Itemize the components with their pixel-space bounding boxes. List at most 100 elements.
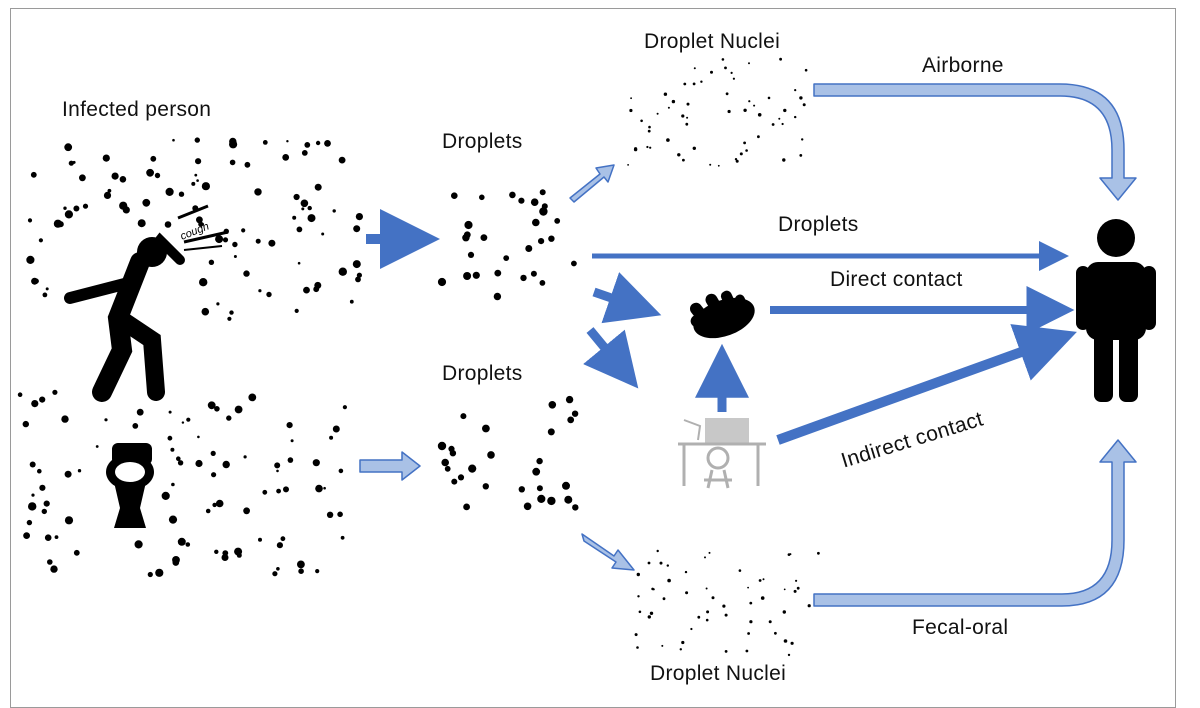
droplet-dot bbox=[31, 400, 39, 408]
droplet-dot bbox=[107, 188, 112, 193]
droplet-dot bbox=[437, 441, 447, 451]
droplet-dot bbox=[686, 102, 690, 106]
droplet-dot bbox=[774, 631, 777, 635]
droplet-dot bbox=[451, 192, 458, 199]
droplet-dot bbox=[462, 234, 470, 242]
droplet-dot bbox=[39, 396, 46, 403]
droplet-dot bbox=[172, 556, 180, 564]
droplet-dot bbox=[216, 302, 220, 306]
droplet-dot bbox=[647, 561, 651, 565]
droplet-dot bbox=[735, 159, 739, 163]
droplet-dot bbox=[747, 632, 750, 635]
droplet-dot bbox=[324, 140, 331, 147]
droplet-dot bbox=[734, 158, 738, 161]
droplet-dot bbox=[64, 470, 72, 478]
droplet-dot bbox=[684, 570, 688, 574]
droplet-dot bbox=[757, 113, 762, 117]
toilet-spray-dots bbox=[17, 389, 347, 578]
droplet-dot bbox=[64, 143, 73, 152]
droplet-dot bbox=[26, 519, 33, 526]
droplet-dot bbox=[717, 164, 720, 167]
droplet-dot bbox=[353, 225, 361, 233]
droplet-dot bbox=[286, 422, 293, 429]
droplet-dot bbox=[61, 415, 69, 423]
droplet-dot bbox=[649, 611, 654, 615]
droplet-dot bbox=[630, 97, 632, 100]
droplet-dot bbox=[790, 641, 794, 645]
droplet-dot bbox=[170, 447, 175, 452]
droplet-dot bbox=[307, 205, 312, 211]
droplet-dot bbox=[679, 648, 682, 651]
droplet-dot bbox=[214, 406, 220, 412]
droplet-dot bbox=[234, 405, 243, 414]
droplets-upper-cluster bbox=[437, 189, 577, 301]
droplet-dot bbox=[548, 401, 557, 409]
droplet-dot bbox=[651, 587, 654, 591]
droplet-dot bbox=[233, 255, 237, 258]
droplet-dot bbox=[536, 457, 543, 465]
droplet-dot bbox=[292, 215, 297, 220]
droplet-dot bbox=[39, 484, 46, 491]
droplet-dot bbox=[779, 57, 782, 61]
droplet-dot bbox=[95, 445, 99, 448]
droplet-dot bbox=[730, 71, 733, 74]
label-route-fecal-oral: Fecal-oral bbox=[912, 616, 1009, 639]
droplet-dot bbox=[457, 474, 465, 481]
droplet-dot bbox=[539, 280, 546, 286]
label-droplet-nuclei-top: Droplet Nuclei bbox=[644, 30, 781, 53]
droplet-dot bbox=[663, 92, 668, 96]
droplet-dot bbox=[656, 549, 659, 553]
droplet-dot bbox=[199, 278, 208, 287]
droplet-dot bbox=[243, 507, 251, 515]
droplet-dot bbox=[283, 486, 289, 493]
droplet-dot bbox=[122, 206, 130, 214]
droplets-lower-cluster bbox=[437, 395, 579, 511]
droplet-dot bbox=[667, 106, 670, 109]
droplet-dot bbox=[221, 554, 229, 561]
droplet-dot bbox=[648, 125, 651, 129]
droplet-dot bbox=[757, 135, 760, 139]
droplet-dot bbox=[487, 451, 495, 459]
droplet-dot bbox=[33, 278, 39, 284]
droplet-dot bbox=[468, 464, 477, 473]
droplet-dot bbox=[565, 395, 574, 404]
droplet-dot bbox=[493, 292, 502, 301]
droplet-dot bbox=[778, 117, 781, 120]
droplet-dot bbox=[451, 478, 458, 485]
droplet-dot bbox=[682, 158, 685, 162]
droplet-dot bbox=[241, 228, 246, 233]
droplet-dot bbox=[136, 408, 144, 416]
droplet-dot bbox=[704, 556, 706, 559]
droplet-dot bbox=[268, 239, 276, 247]
droplet-dot bbox=[636, 646, 639, 649]
droplet-dot bbox=[562, 481, 570, 490]
droplet-dot bbox=[482, 483, 489, 490]
droplet-dot bbox=[738, 569, 742, 572]
droplet-dot bbox=[232, 241, 238, 248]
droplet-dot bbox=[155, 568, 164, 577]
droplet-dot bbox=[444, 465, 451, 472]
droplet-dot bbox=[525, 245, 533, 252]
droplet-dot bbox=[254, 188, 262, 196]
droplet-dot bbox=[332, 209, 336, 213]
droplet-dot bbox=[697, 615, 701, 619]
droplet-dot bbox=[313, 286, 320, 293]
toilet-icon bbox=[106, 443, 154, 528]
arrow-to-desk bbox=[583, 327, 639, 389]
droplet-dot bbox=[196, 179, 199, 182]
droplet-dot bbox=[323, 486, 326, 490]
desk-icon bbox=[678, 418, 766, 489]
droplet-dot bbox=[177, 537, 186, 546]
droplet-dot bbox=[73, 205, 80, 212]
droplet-dot bbox=[297, 261, 301, 265]
droplet-dot bbox=[17, 392, 23, 398]
droplet-dot bbox=[661, 644, 664, 647]
droplet-dot bbox=[441, 458, 450, 467]
droplet-dot bbox=[262, 489, 268, 495]
droplet-dot bbox=[789, 553, 792, 556]
droplet-dot bbox=[26, 255, 35, 264]
droplet-dot bbox=[463, 272, 472, 280]
droplet-dot bbox=[518, 486, 525, 493]
droplet-dot bbox=[629, 108, 633, 113]
light-arrows bbox=[359, 83, 1137, 607]
